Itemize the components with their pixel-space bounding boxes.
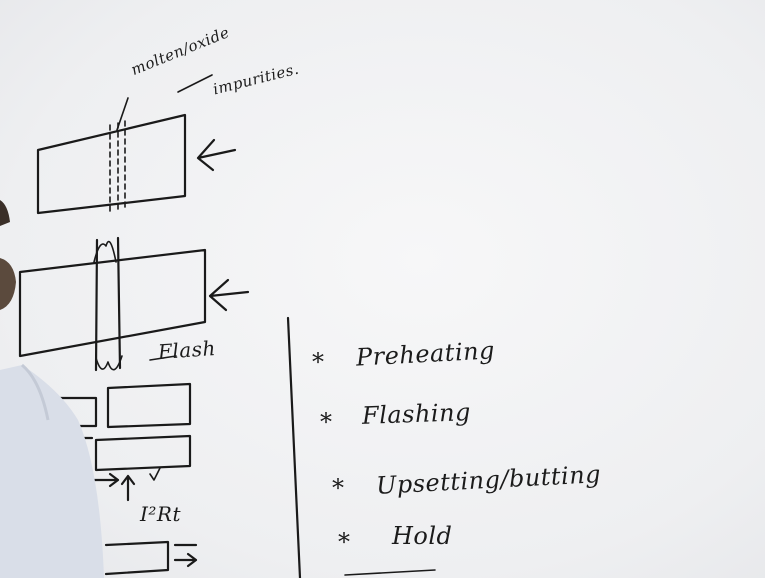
stage-bullet: * — [320, 408, 333, 436]
person-silhouette — [0, 200, 104, 578]
annotation-flash: Flash — [157, 336, 217, 364]
stage-label-flashing: Flashing — [361, 398, 472, 430]
workpiece-diagram-2 — [18, 236, 250, 372]
workpiece-diagram-3 — [56, 382, 198, 576]
stage-bullet: * — [312, 348, 325, 376]
divider-line — [286, 316, 302, 578]
stage-label-hold: Hold — [392, 522, 453, 550]
annotation-heat-formula: I²Rt — [140, 502, 182, 526]
stage-bullet: * — [338, 528, 351, 556]
workpiece-diagram-1 — [36, 74, 237, 215]
underline-stroke — [344, 569, 436, 576]
stage-bullet: * — [332, 474, 345, 502]
